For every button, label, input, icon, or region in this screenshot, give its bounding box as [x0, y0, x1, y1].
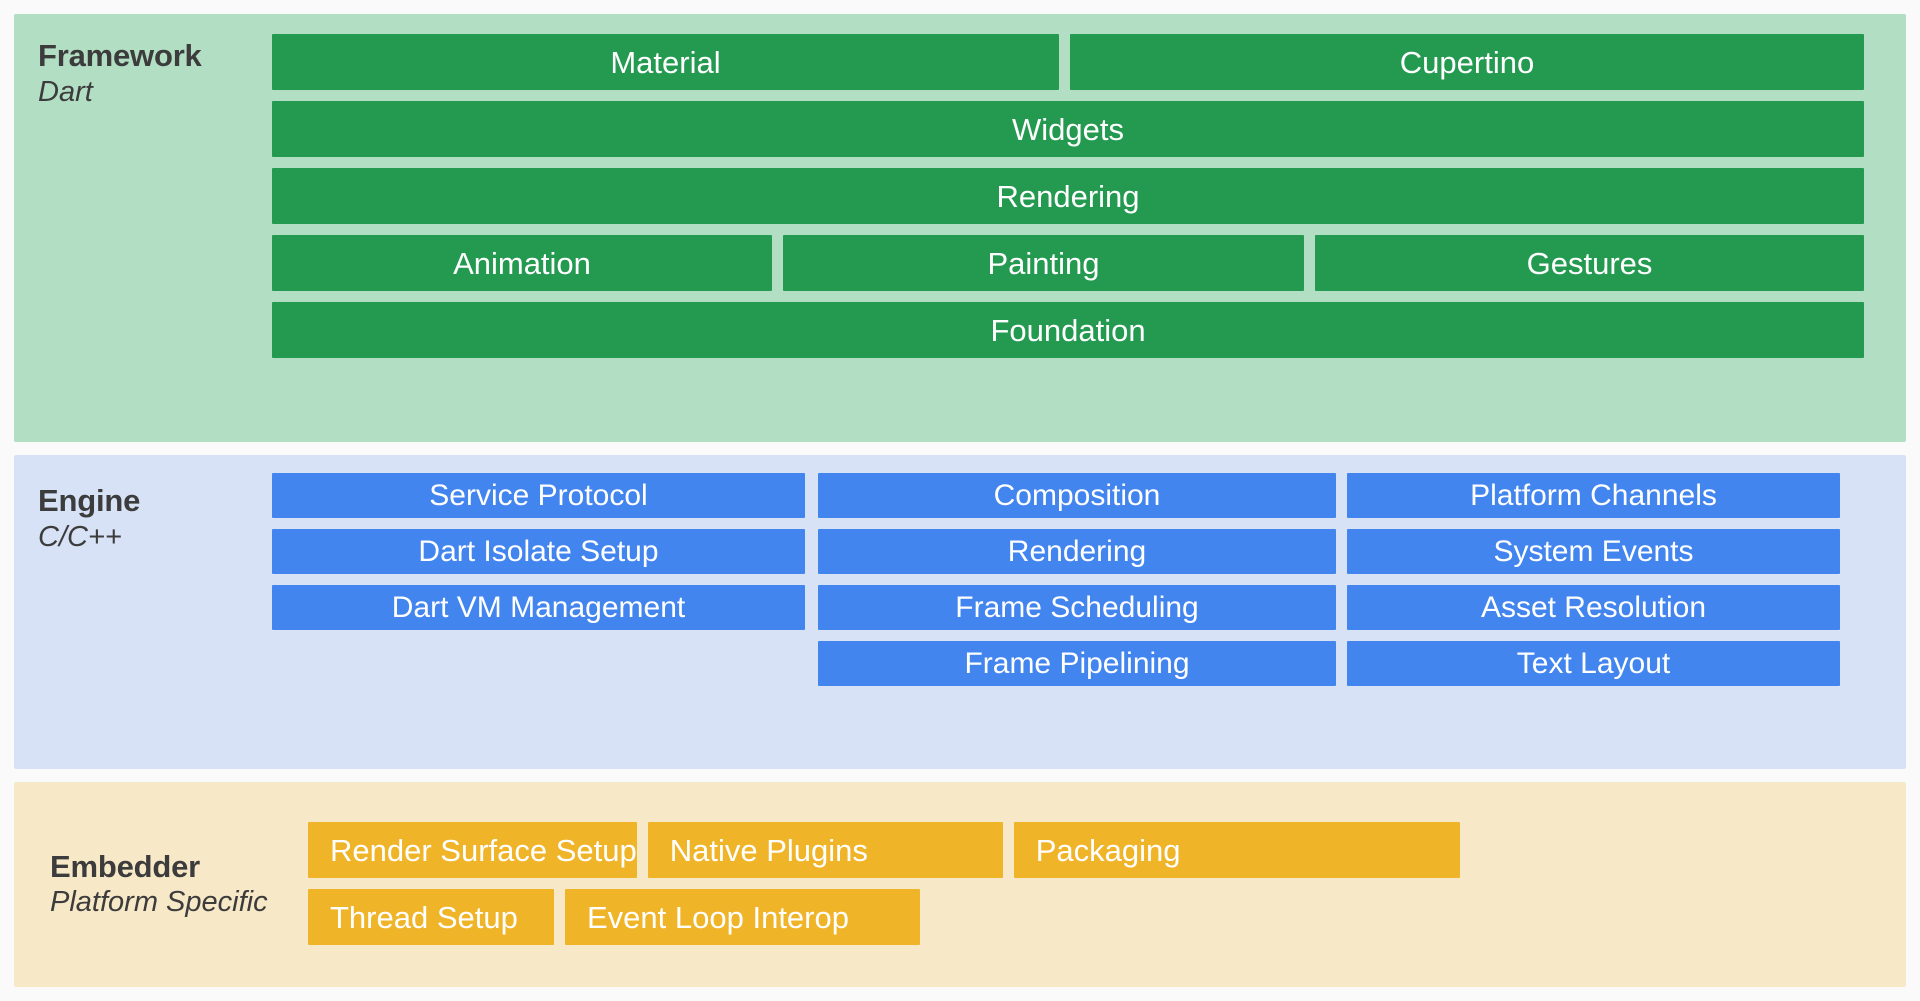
box-asset-resolution[interactable]: Asset Resolution [1347, 585, 1840, 630]
box-frame-pipelining[interactable]: Frame Pipelining [818, 641, 1336, 686]
box-painting[interactable]: Painting [783, 235, 1304, 291]
layer-embedder: Embedder Platform Specific Render Surfac… [14, 782, 1906, 987]
box-cupertino[interactable]: Cupertino [1070, 34, 1864, 90]
box-render-surface-setup[interactable]: Render Surface Setup [308, 822, 637, 878]
framework-row-1: Material Cupertino [272, 34, 1864, 90]
box-native-plugins[interactable]: Native Plugins [647, 822, 1003, 878]
framework-row-5: Foundation [272, 302, 1864, 358]
layer-framework-body: Material Cupertino Widgets Rendering Ani… [272, 14, 1906, 442]
layer-framework: Framework Dart Material Cupertino Widget… [14, 14, 1906, 442]
engine-column-2: Composition Rendering Frame Scheduling F… [818, 473, 1336, 686]
framework-row-3: Rendering [272, 168, 1864, 224]
box-event-loop-interop[interactable]: Event Loop Interop [565, 889, 920, 945]
layer-engine-label: Engine C/C++ [14, 455, 272, 769]
engine-column-1: Service Protocol Dart Isolate Setup Dart… [272, 473, 805, 630]
layer-framework-label: Framework Dart [14, 14, 272, 442]
box-thread-setup[interactable]: Thread Setup [308, 889, 554, 945]
box-composition[interactable]: Composition [818, 473, 1336, 518]
layer-framework-title: Framework [38, 38, 202, 73]
box-frame-scheduling[interactable]: Frame Scheduling [818, 585, 1336, 630]
box-text-layout[interactable]: Text Layout [1347, 641, 1840, 686]
layer-embedder-title: Embedder [50, 848, 200, 884]
box-platform-channels[interactable]: Platform Channels [1347, 473, 1840, 518]
layer-engine-body: Service Protocol Dart Isolate Setup Dart… [272, 455, 1906, 769]
box-rendering-engine[interactable]: Rendering [818, 529, 1336, 574]
box-service-protocol[interactable]: Service Protocol [272, 473, 805, 518]
layer-embedder-body: Render Surface Setup Native Plugins Pack… [308, 782, 1906, 987]
box-packaging[interactable]: Packaging [1013, 822, 1460, 878]
box-foundation[interactable]: Foundation [272, 302, 1864, 358]
layer-embedder-label: Embedder Platform Specific [14, 782, 308, 987]
layer-framework-subtitle: Dart [38, 75, 93, 108]
box-gestures[interactable]: Gestures [1315, 235, 1864, 291]
box-dart-vm-management[interactable]: Dart VM Management [272, 585, 805, 630]
layer-engine-subtitle: C/C++ [38, 520, 122, 553]
box-widgets[interactable]: Widgets [272, 101, 1864, 157]
layer-engine-title: Engine [38, 483, 141, 518]
layer-embedder-subtitle: Platform Specific [50, 886, 268, 919]
framework-row-2: Widgets [272, 101, 1864, 157]
box-dart-isolate-setup[interactable]: Dart Isolate Setup [272, 529, 805, 574]
engine-column-3: Platform Channels System Events Asset Re… [1347, 473, 1840, 686]
embedder-row-1: Render Surface Setup Native Plugins Pack… [308, 822, 1864, 878]
box-material[interactable]: Material [272, 34, 1059, 90]
layer-engine: Engine C/C++ Service Protocol Dart Isola… [14, 455, 1906, 769]
box-system-events[interactable]: System Events [1347, 529, 1840, 574]
box-animation[interactable]: Animation [272, 235, 772, 291]
embedder-row-2: Thread Setup Event Loop Interop [308, 889, 1864, 945]
box-rendering-framework[interactable]: Rendering [272, 168, 1864, 224]
framework-row-4: Animation Painting Gestures [272, 235, 1864, 291]
